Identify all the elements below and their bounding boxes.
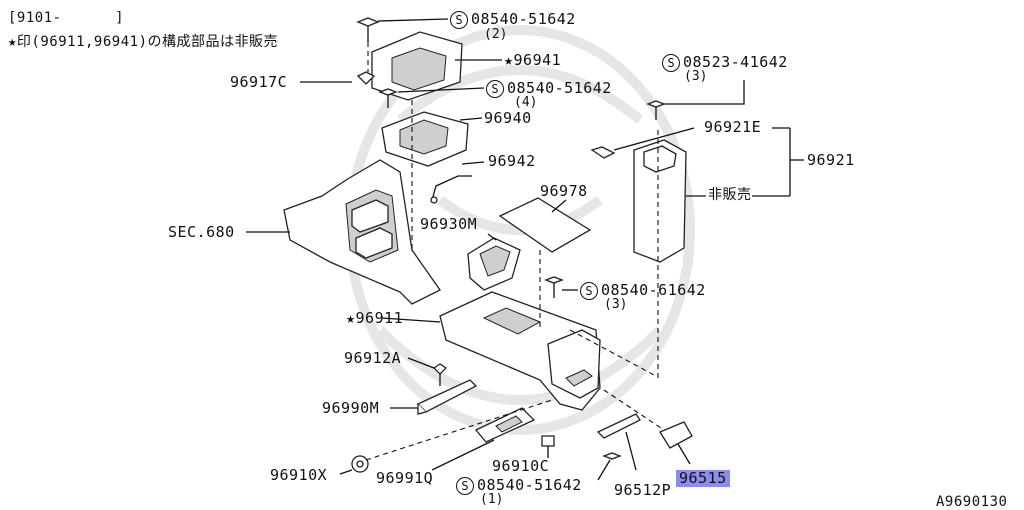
nut-96910c	[541, 435, 555, 447]
s-symbol-icon: S	[450, 11, 468, 29]
label-s-mid: 08540-51642	[507, 79, 612, 97]
switch-96991q	[474, 407, 536, 443]
date-range: [9101- ]	[8, 10, 125, 26]
s-symbol-icon: S	[486, 80, 504, 98]
label-not-for-sale: 非販売	[708, 187, 752, 203]
label-s-mid-qty: (4)	[514, 95, 538, 110]
label-s-right: 08523-41642	[683, 53, 788, 71]
label-96512p: 96512P	[614, 481, 672, 499]
cover-96941	[371, 31, 463, 101]
clip-96912a	[432, 363, 448, 386]
label-96910x: 96910X	[270, 466, 328, 484]
label-96917c: 96917C	[230, 73, 288, 91]
panel-96940	[381, 111, 469, 167]
label-96910c: 96910C	[492, 457, 550, 475]
console-96911	[439, 291, 601, 411]
lid-96921	[633, 139, 687, 263]
label-96911: ★96911	[346, 309, 404, 327]
label-96930m: 96930M	[420, 215, 478, 233]
label-96990m: 96990M	[322, 399, 380, 417]
s-symbol-icon: S	[456, 477, 474, 495]
s-symbol-icon: S	[580, 282, 598, 300]
label-s-top-qty: (2)	[484, 27, 508, 42]
hinge-96921e	[590, 146, 616, 159]
label-s-bottom-qty: (1)	[480, 492, 504, 507]
label-96942: 96942	[488, 152, 536, 170]
label-96991q: 96991Q	[376, 469, 434, 487]
label-sec680: SEC.680	[168, 223, 235, 241]
screw-top	[356, 17, 380, 42]
label-96921e: 96921E	[704, 118, 762, 136]
figure-code: A9690130	[936, 494, 1008, 510]
harness-96942	[430, 175, 472, 204]
label-s-61642-qty: (3)	[604, 297, 628, 312]
label-s-top: 08540-51642	[471, 10, 576, 28]
bracket-96512p	[596, 413, 641, 439]
s-symbol-icon: S	[662, 54, 680, 72]
label-s-61642: 08540-61642	[601, 281, 706, 299]
label-96515-highlighted[interactable]: 96515	[676, 470, 730, 487]
pad-96978	[498, 197, 592, 253]
label-96941: ★96941	[504, 51, 562, 69]
label-96921: 96921	[807, 151, 855, 169]
screw-61642	[544, 276, 564, 298]
tray-96930m	[467, 237, 521, 291]
screw-mid	[378, 88, 398, 108]
not-for-sale-note: ★印(96911,96941)の構成部品は非販売	[8, 34, 279, 50]
bracket-96990m	[416, 379, 478, 415]
label-s-bottom: 08540-51642	[477, 476, 582, 494]
label-96940: 96940	[484, 109, 532, 127]
cap-96515	[659, 421, 693, 449]
label-96978: 96978	[540, 182, 588, 200]
label-96912a: 96912A	[344, 349, 402, 367]
grommet-96910x	[351, 455, 369, 473]
screw-bottom	[602, 452, 622, 460]
clip-96917c	[356, 71, 376, 85]
console-sec680	[283, 159, 441, 305]
label-s-right-qty: (3)	[684, 69, 708, 84]
